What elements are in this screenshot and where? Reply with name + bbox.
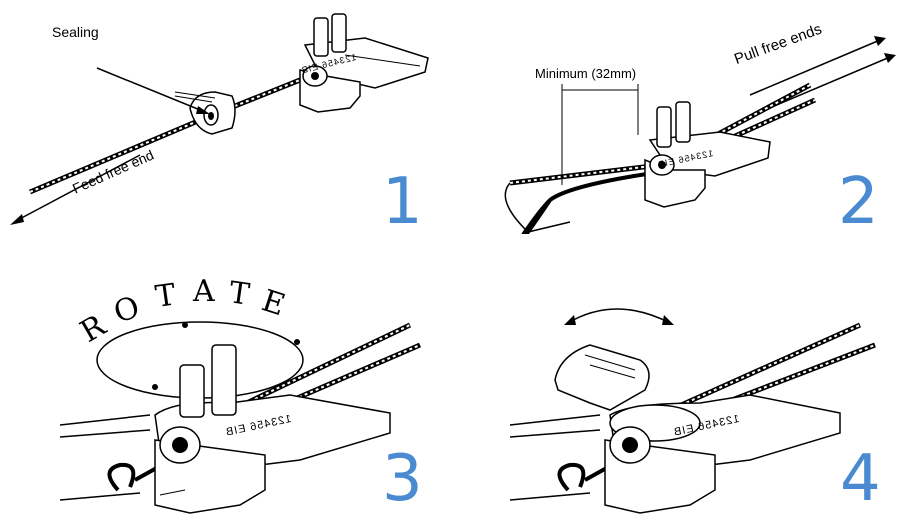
step-number: 4 <box>840 442 881 516</box>
step-1-illustration <box>10 13 429 225</box>
cable-loop <box>557 462 586 492</box>
seal-head <box>644 101 771 208</box>
lock-body <box>174 91 236 135</box>
sealing-label: Sealing <box>52 24 99 40</box>
cable-loop <box>107 462 136 492</box>
pull-arrow <box>749 39 881 96</box>
cable-loop <box>521 170 661 234</box>
step-2-illustration <box>504 36 896 234</box>
step-3-illustration: R O T A T E <box>59 274 421 514</box>
step-number: 3 <box>382 442 423 516</box>
step-3-panel: R O T A T E 123456 EIB 3 <box>0 265 450 530</box>
seal-head <box>154 344 391 514</box>
seal-head <box>604 394 841 514</box>
step-2-panel: Minimum (32mm) Pull free ends 123456 EIB… <box>450 0 900 265</box>
rotate-letter: T <box>153 277 178 314</box>
feed-arrow-line <box>13 154 141 223</box>
step-4-panel: 123456 EIB 4 <box>450 265 900 530</box>
minimum-label: Minimum (32mm) <box>535 66 637 81</box>
rotate-letter: O <box>110 290 144 331</box>
step-number: 2 <box>838 165 879 239</box>
rotate-label: R O T A T E <box>75 274 290 350</box>
snap-off-arrow <box>567 308 671 324</box>
rotate-letter: E <box>258 283 290 323</box>
step-4-illustration <box>509 308 876 514</box>
rotate-letter: A <box>192 274 215 309</box>
sealing-pointer <box>96 67 206 113</box>
rotate-letter: T <box>227 275 252 312</box>
detached-tab <box>554 344 650 411</box>
step-number: 1 <box>382 165 423 239</box>
seal-head <box>299 13 429 113</box>
feed-arrowhead <box>10 214 24 225</box>
step-1-panel: Sealing Feed free end 123456 EIB 1 <box>0 0 450 265</box>
